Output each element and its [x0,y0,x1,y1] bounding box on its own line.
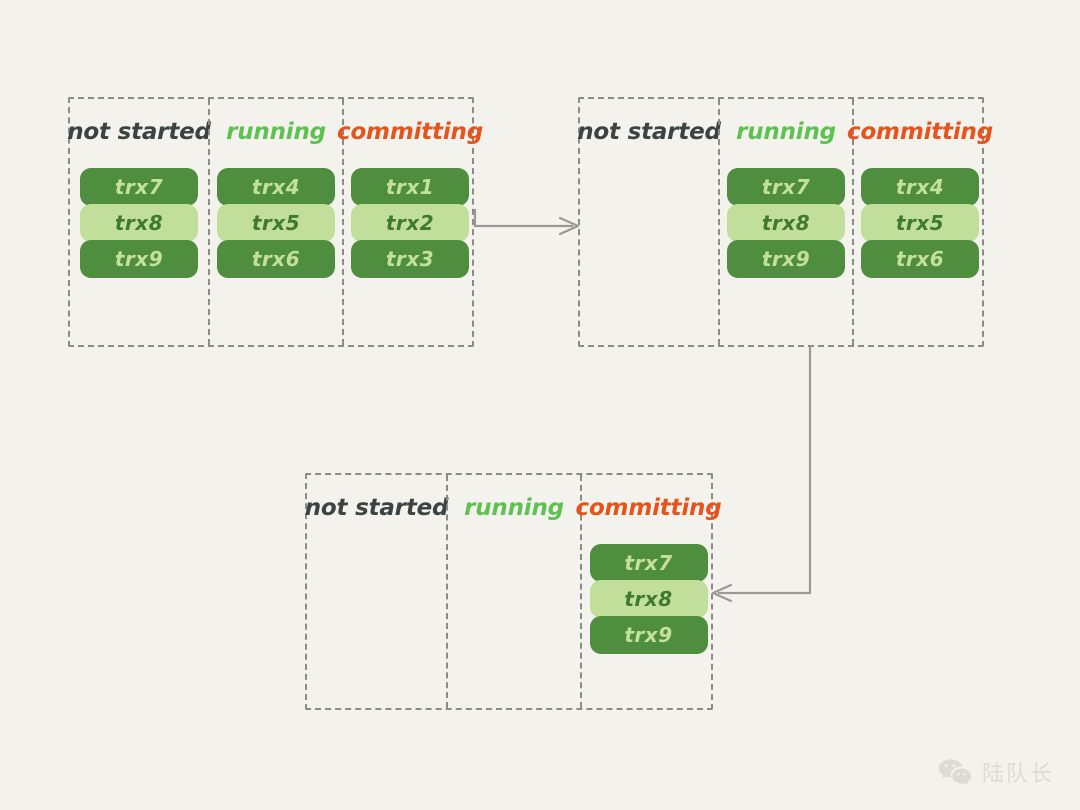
trx-pill[interactable]: trx9 [80,240,198,278]
state-group-3: not started running committing trx7 trx8… [304,473,722,710]
trx-pill[interactable]: trx4 [217,168,335,206]
trx-pill[interactable]: trx7 [589,544,708,582]
trx-pill[interactable]: trx2 [351,204,469,242]
group-2-running-pill-stack: trx7 trx8 trx9 [727,168,845,278]
trx-pill[interactable]: trx8 [80,204,198,242]
group-2-column-committing: committing trx4 trx5 trx6 [847,99,993,345]
column-title-committing: committing [337,119,483,145]
column-title-running: running [464,495,564,521]
group-1-not-started-pill-stack: trx7 trx8 trx9 [80,168,198,278]
column-title-not-started: not started [304,495,449,521]
state-group-1: not started trx7 trx8 trx9 running trx4 … [67,97,483,347]
group-3-committing-pill-stack: trx7 trx8 trx9 [589,544,708,654]
column-title-not-started: not started [67,119,211,145]
column-title-running: running [226,119,326,145]
trx-pill[interactable]: trx9 [589,616,708,654]
group-1-column-committing: committing trx1 trx2 trx3 [337,99,483,345]
watermark: 陆队长 [938,756,1054,788]
trx-pill[interactable]: trx8 [727,204,845,242]
trx-pill[interactable]: trx5 [861,204,979,242]
watermark-text: 陆队长 [981,762,1054,787]
column-title-committing: committing [575,495,722,521]
trx-pill[interactable]: trx7 [80,168,198,206]
trx-pill[interactable]: trx1 [351,168,469,206]
group-2-committing-pill-stack: trx4 trx5 trx6 [861,168,979,278]
arrow-group1-to-group2 [473,208,580,236]
state-group-2: not started running trx7 trx8 trx9 commi… [577,97,993,347]
group-2-column-running: running trx7 trx8 trx9 [718,99,852,345]
column-title-not-started: not started [577,119,721,145]
trx-pill[interactable]: trx8 [589,580,708,618]
wechat-icon [938,759,972,785]
trx-pill[interactable]: trx6 [861,240,979,278]
trx-pill[interactable]: trx9 [727,240,845,278]
group-1-committing-pill-stack: trx1 trx2 trx3 [351,168,469,278]
group-3-column-not-started: not started [304,475,449,708]
arrow-group2-to-group3 [711,346,812,603]
group-3-column-committing: committing trx7 trx8 trx9 [576,475,722,708]
group-1-column-running: running trx4 trx5 trx6 [208,99,342,345]
trx-pill[interactable]: trx5 [217,204,335,242]
column-title-committing: committing [847,119,993,145]
group-1-running-pill-stack: trx4 trx5 trx6 [217,168,335,278]
trx-pill[interactable]: trx6 [217,240,335,278]
column-title-running: running [736,119,836,145]
trx-pill[interactable]: trx4 [861,168,979,206]
group-3-column-running: running [446,475,580,708]
group-1-column-not-started: not started trx7 trx8 trx9 [67,99,211,345]
trx-pill[interactable]: trx3 [351,240,469,278]
trx-pill[interactable]: trx7 [727,168,845,206]
group-2-column-not-started: not started [577,99,721,345]
